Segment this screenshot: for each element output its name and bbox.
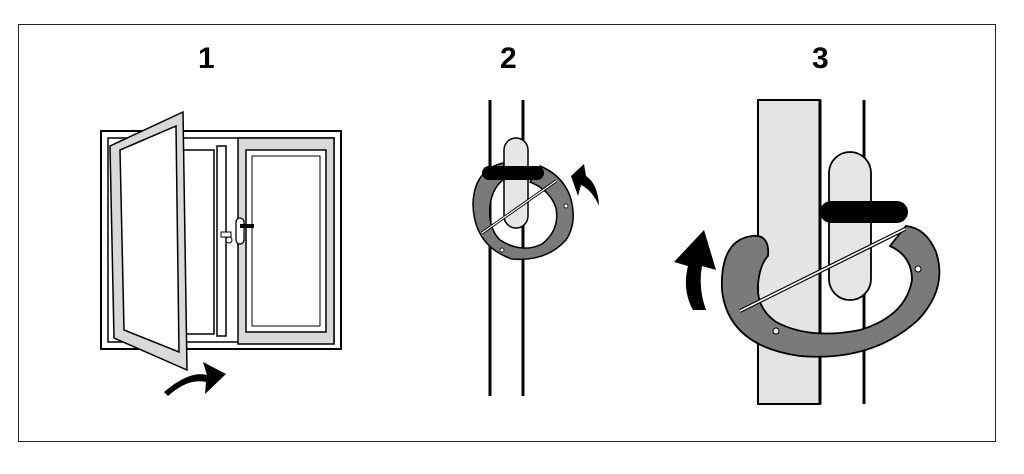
step-number-1: 1 bbox=[198, 42, 215, 75]
window-lock-icon bbox=[472, 100, 574, 396]
instruction-panel-frame bbox=[18, 24, 996, 442]
window-lock-icon bbox=[721, 99, 941, 405]
rotate-arrow-icon bbox=[164, 362, 226, 396]
step-number-3: 3 bbox=[812, 42, 829, 75]
rotate-arrow-icon bbox=[571, 164, 599, 206]
rotate-arrow-icon bbox=[674, 230, 716, 310]
window-open-icon bbox=[100, 110, 342, 372]
step-number-2: 2 bbox=[500, 42, 517, 75]
